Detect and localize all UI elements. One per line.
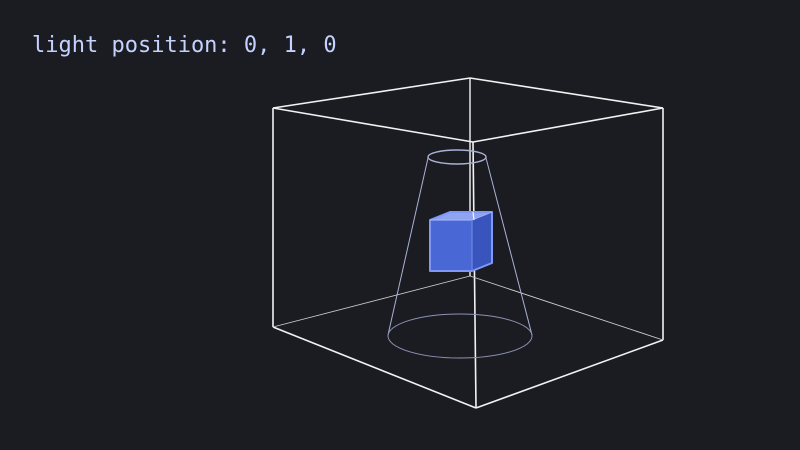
light-position-readout: light position: 0, 1, 0 — [32, 33, 337, 58]
room-edge — [475, 339, 664, 409]
cube-icon[interactable] — [429, 211, 493, 272]
cone-edge — [485, 157, 533, 336]
room-edge — [272, 275, 471, 328]
room-edge — [472, 141, 477, 409]
cube-side-face — [472, 212, 492, 271]
room-wireframe — [272, 77, 664, 409]
room-edge — [472, 211, 475, 221]
room-edge — [469, 77, 664, 109]
cube-front-face — [430, 220, 472, 271]
cube-outline — [429, 211, 493, 272]
spotlight-icon[interactable] — [427, 149, 487, 165]
room-edge — [472, 107, 664, 143]
spotlight-cone — [387, 149, 533, 359]
room-edge — [469, 275, 664, 341]
cone-edge — [387, 157, 429, 336]
room-edge — [272, 326, 477, 409]
cube-edge — [471, 211, 493, 221]
room-edge — [272, 77, 471, 109]
light-footprint — [387, 313, 533, 359]
room-edge — [272, 107, 474, 143]
